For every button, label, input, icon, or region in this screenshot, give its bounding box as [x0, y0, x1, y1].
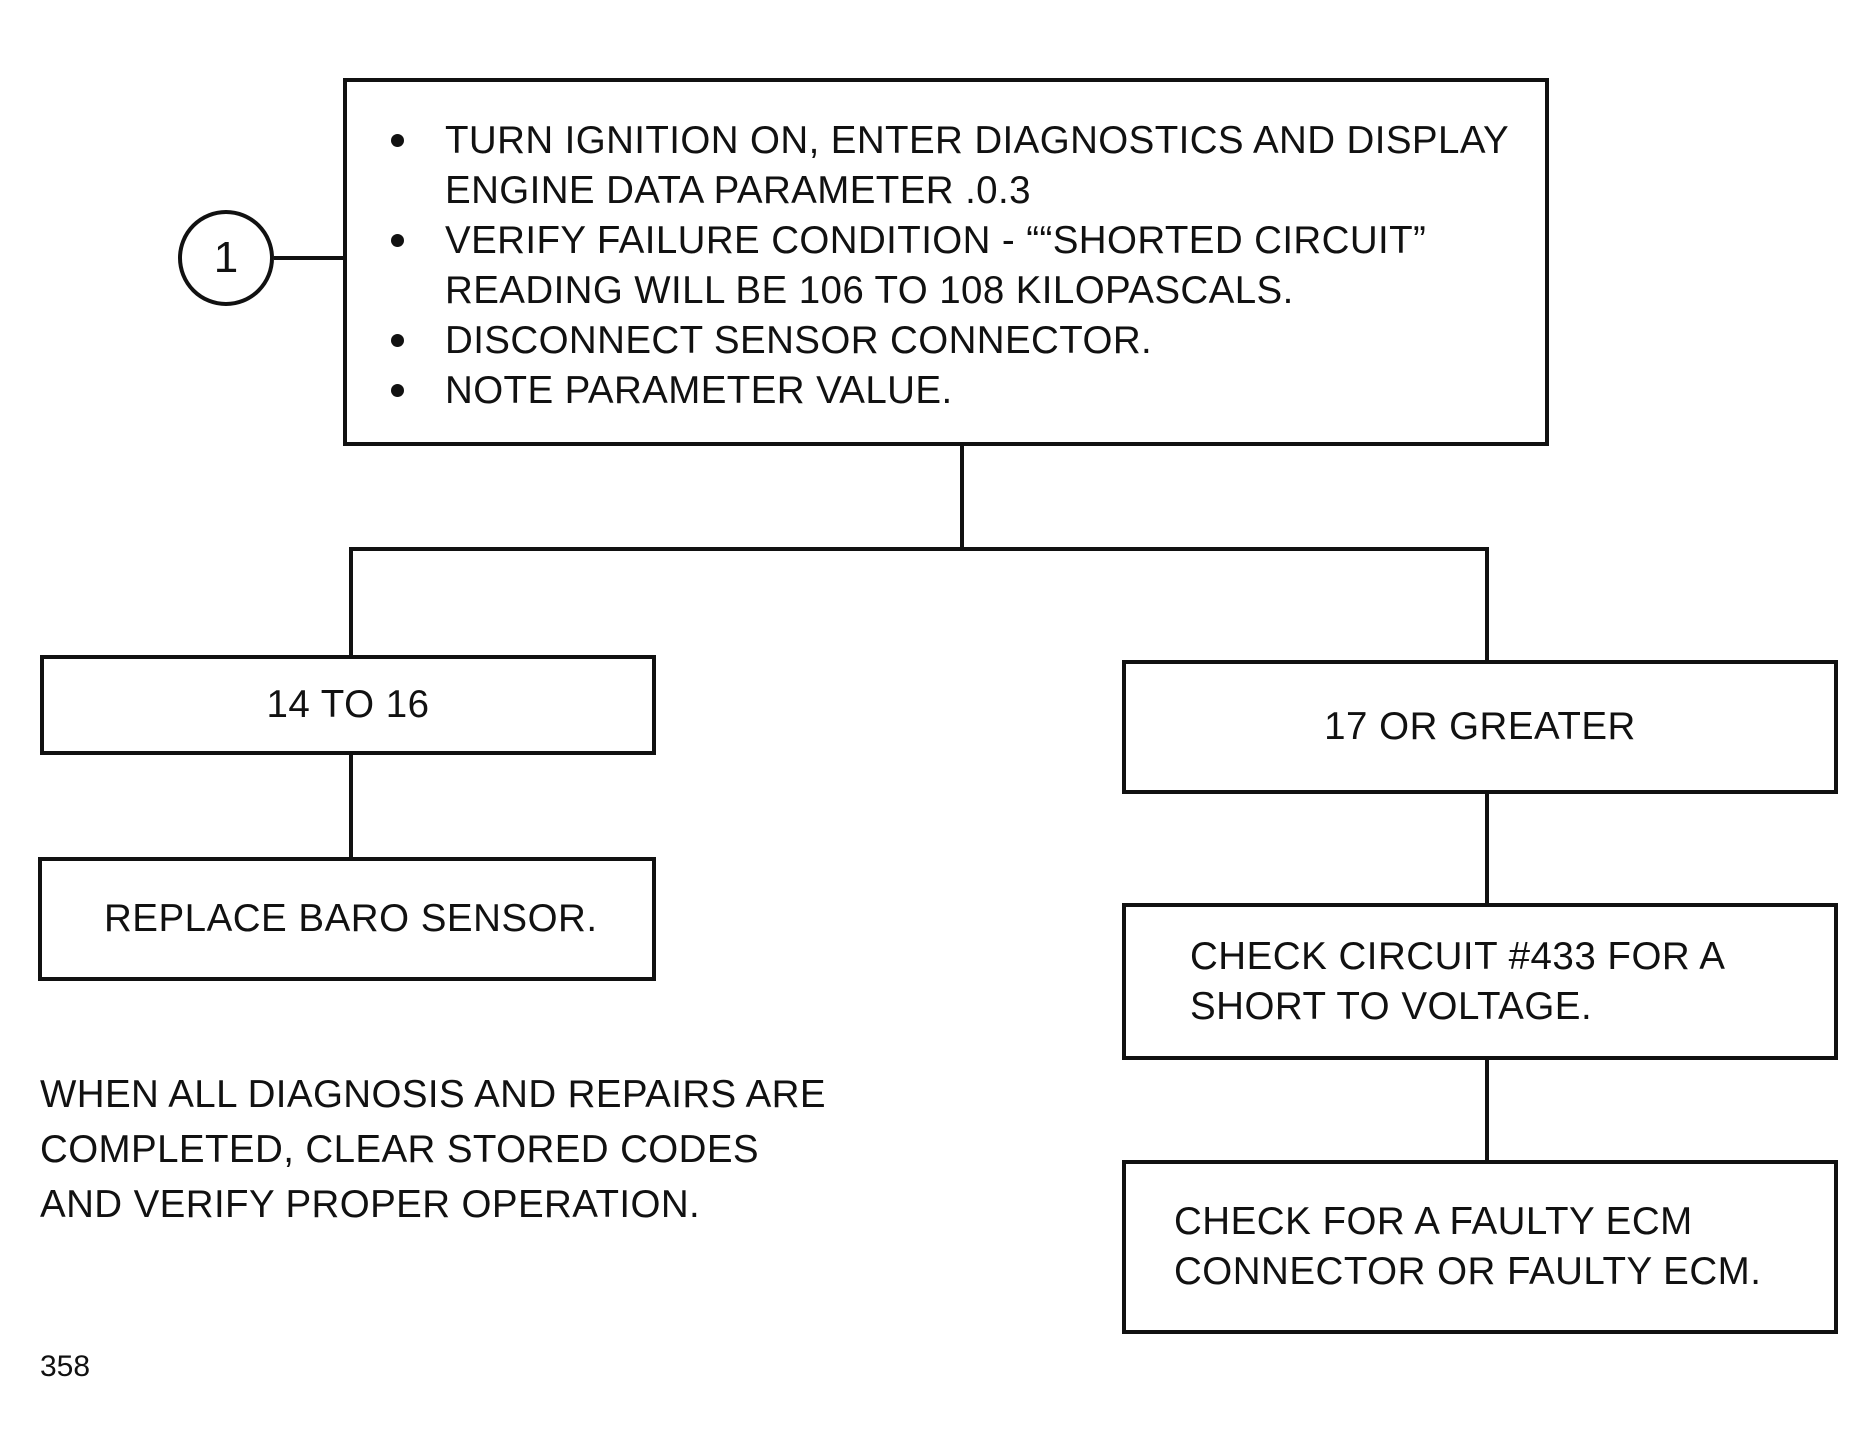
instruction-item: VERIFY FAILURE CONDITION - ““SHORTED CIR… — [391, 216, 1525, 316]
action-label: CHECK FOR A FAULTY ECM CONNECTOR OR FAUL… — [1174, 1200, 1762, 1293]
action-label: CHECK CIRCUIT #433 FOR A SHORT TO VOLTAG… — [1190, 934, 1724, 1028]
instruction-item: DISCONNECT SENSOR CONNECTOR. — [391, 316, 1525, 366]
bullet-icon — [391, 134, 404, 147]
instruction-text: TURN IGNITION ON, ENTER DIAGNOSTICS AND … — [445, 119, 1509, 212]
instruction-text: DISCONNECT SENSOR CONNECTOR. — [445, 319, 1153, 362]
instruction-item: NOTE PARAMETER VALUE. — [391, 366, 1525, 416]
note-line: WHEN ALL DIAGNOSIS AND REPAIRS ARE — [40, 1073, 826, 1116]
action-label: REPLACE BARO SENSOR. — [104, 897, 598, 940]
action-box-check-ecm: CHECK FOR A FAULTY ECM CONNECTOR OR FAUL… — [1122, 1160, 1838, 1334]
note-line: COMPLETED, CLEAR STORED CODES — [40, 1128, 759, 1171]
page-number: 358 — [40, 1350, 91, 1383]
note-line: AND VERIFY PROPER OPERATION. — [40, 1183, 701, 1226]
condition-label: 17 OR GREATER — [1324, 705, 1636, 748]
step-instructions-box: TURN IGNITION ON, ENTER DIAGNOSTICS AND … — [343, 78, 1549, 446]
bullet-icon — [391, 234, 404, 247]
completion-note: WHEN ALL DIAGNOSIS AND REPAIRS ARE COMPL… — [40, 1067, 826, 1232]
condition-label: 14 TO 16 — [266, 683, 430, 726]
instruction-text: VERIFY FAILURE CONDITION - ““SHORTED CIR… — [445, 219, 1427, 312]
action-box-replace-baro-sensor: REPLACE BARO SENSOR. — [38, 857, 656, 981]
instruction-item: TURN IGNITION ON, ENTER DIAGNOSTICS AND … — [391, 116, 1525, 216]
step-number: 1 — [213, 233, 239, 282]
condition-box-14-to-16: 14 TO 16 — [40, 655, 656, 755]
bullet-icon — [391, 334, 404, 347]
action-box-check-circuit-433: CHECK CIRCUIT #433 FOR A SHORT TO VOLTAG… — [1122, 903, 1838, 1060]
condition-box-17-or-greater: 17 OR GREATER — [1122, 660, 1838, 794]
instruction-list: TURN IGNITION ON, ENTER DIAGNOSTICS AND … — [391, 116, 1525, 416]
instruction-text: NOTE PARAMETER VALUE. — [445, 369, 953, 412]
bullet-icon — [391, 384, 404, 397]
step-number-circle: 1 — [178, 210, 274, 306]
